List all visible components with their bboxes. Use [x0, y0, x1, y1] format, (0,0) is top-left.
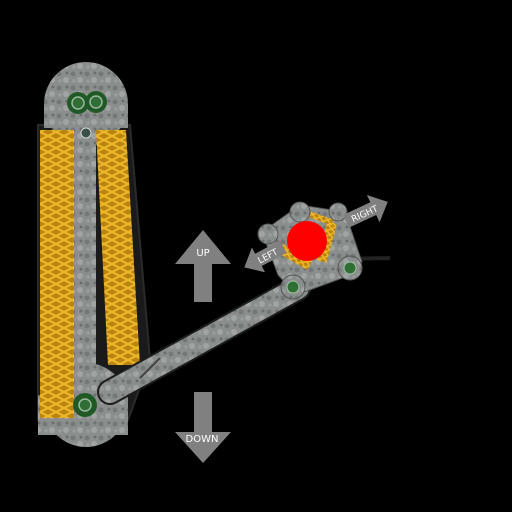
right-spring	[96, 130, 140, 365]
up-arrow-button[interactable]: UP	[175, 230, 231, 302]
up-label: UP	[196, 248, 209, 259]
left-spring	[40, 130, 74, 418]
arrow-down-icon	[175, 392, 231, 463]
top-bolt-right	[85, 91, 107, 113]
vertical-bar	[74, 125, 96, 415]
pin-icon	[80, 127, 92, 139]
arrow-up-icon	[175, 230, 231, 302]
arrow-right-icon	[343, 195, 388, 228]
down-arrow-button[interactable]: DOWN	[175, 392, 231, 463]
red-ball-target	[287, 221, 327, 261]
gripper-claw	[257, 201, 391, 300]
down-label: DOWN	[186, 434, 219, 445]
arrow-left-icon	[244, 240, 287, 273]
robot-arm	[97, 275, 311, 405]
top-bolt-left	[67, 92, 89, 114]
